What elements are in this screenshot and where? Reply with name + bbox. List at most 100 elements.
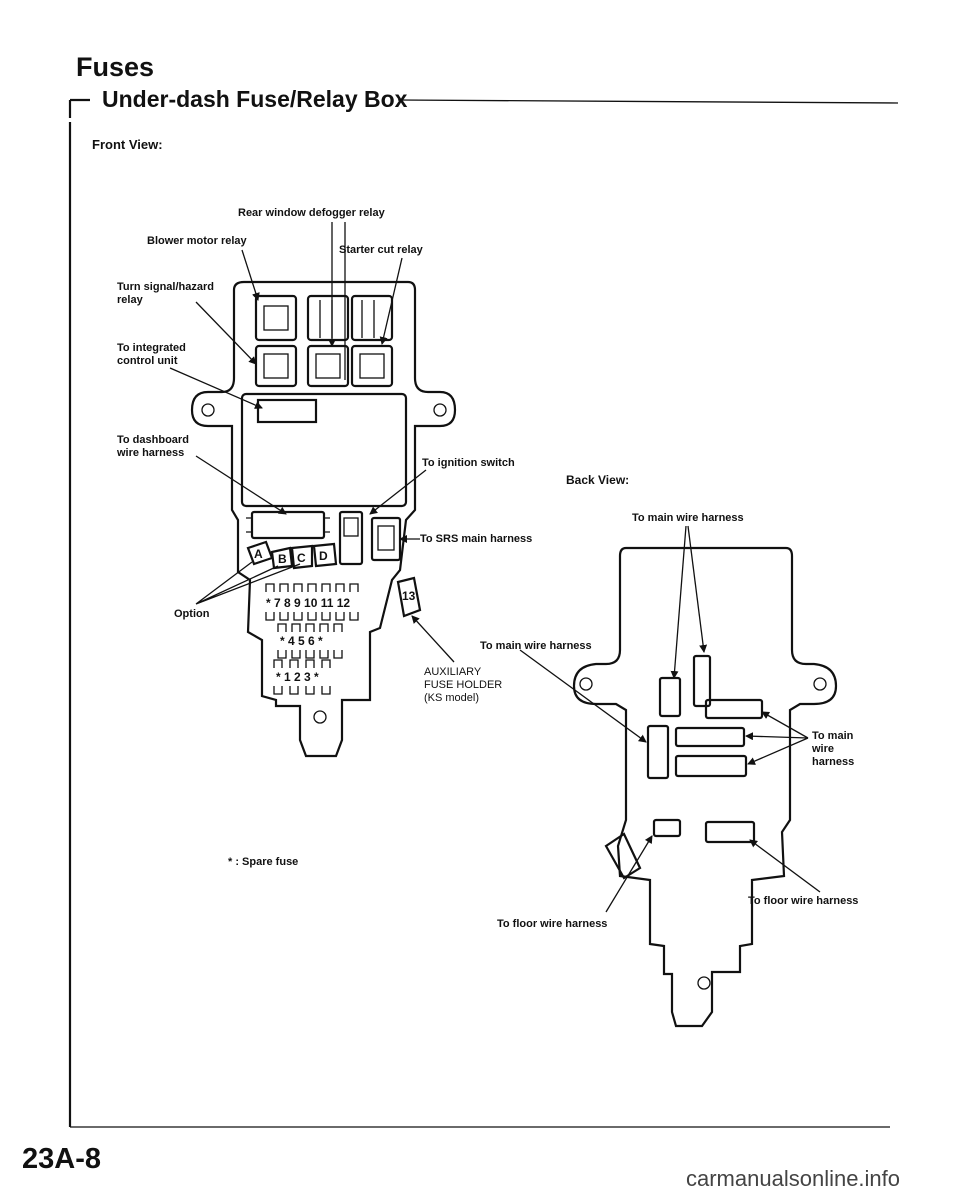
turn-signal-relay-inner: [263, 353, 289, 379]
connector-b-letter: B: [278, 552, 287, 566]
dashboard-connector-tabs: [246, 517, 330, 533]
blower-motor-relay-inner: [263, 305, 289, 331]
back-right-mounting-hole: [813, 677, 827, 691]
leader-ignition-switch: [369, 469, 427, 515]
header-bracket: [68, 98, 90, 118]
srs-connector-inner: [377, 525, 395, 551]
back-left-mounting-hole: [579, 677, 593, 691]
leader-back-main-side-a: [761, 711, 809, 739]
back-connector-floor-right: [704, 820, 756, 844]
page-frame: [68, 98, 899, 1128]
leader-turn-signal-relay: [195, 301, 257, 365]
back-bottom-mounting-hole: [697, 976, 711, 990]
fuse-row-middle-bottoms: [277, 650, 343, 659]
leader-back-main-side-c: [747, 737, 809, 765]
connector-d: [312, 542, 338, 568]
page-title: Fuses: [76, 52, 155, 82]
back-main-wire-harness-top-label: To main wire harness: [632, 512, 744, 524]
front-main-wire-harness-label: To main wire harness: [480, 640, 592, 652]
back-connector-main-2: [674, 726, 746, 748]
leader-control-unit: [169, 367, 263, 409]
fuse-row-top-bottoms: [265, 612, 359, 621]
dashboard-wire-harness-label: To dashboard wire harness: [117, 434, 189, 459]
back-main-wire-harness-side-label: To main wire harness: [812, 730, 855, 768]
page-number: 23A-8: [22, 1143, 101, 1175]
back-connector-floor-left: [652, 818, 682, 838]
srs-connector: [370, 516, 402, 562]
connector-c: [290, 544, 314, 570]
starter-cut-relay-inner: [361, 300, 375, 338]
fuse-row-bottom-outline: [273, 659, 331, 668]
front-right-mounting-hole: [433, 403, 447, 417]
fuse-row-bottom-bottoms: [273, 686, 331, 695]
leader-back-main-left: [519, 649, 647, 743]
turn-signal-hazard-relay: [254, 344, 298, 388]
connector-b: [270, 546, 294, 570]
relay-row2-right: [350, 344, 394, 388]
front-view-label: Front View:: [92, 137, 163, 152]
defogger-relay-inner: [319, 300, 333, 338]
option-label: Option: [174, 608, 210, 620]
srs-main-harness-label: To SRS main harness: [420, 533, 533, 545]
section-subtitle: Under-dash Fuse/Relay Box: [102, 86, 408, 112]
relay-row2-middle: [306, 344, 350, 388]
auxiliary-fuse-holder-label: AUXILIARY FUSE HOLDER (KS model): [424, 666, 503, 704]
ignition-switch-connector-inner: [343, 517, 359, 537]
watermark: carmanualsonline.info: [686, 1166, 901, 1191]
fuse-row-top-outline: [265, 583, 359, 592]
fuse-row-bottom-numbers: * 1 2 3 *: [276, 670, 319, 684]
back-floor-wire-harness-left-label: To floor wire harness: [497, 918, 608, 930]
fuse-row-middle-numbers: * 4 5 6 *: [280, 634, 323, 648]
back-connector-lower-left: [646, 724, 670, 780]
front-leader-lines: [169, 222, 455, 663]
back-connector-main-1: [704, 698, 764, 720]
leader-back-main-side-b: [745, 732, 809, 741]
starter-cut-relay-label: Starter cut relay: [339, 244, 423, 256]
leader-blower-relay: [241, 249, 260, 301]
leader-option: [195, 561, 301, 605]
spare-fuse-note: * : Spare fuse: [228, 856, 299, 868]
fuse-row-bottom: * 1 2 3 *: [273, 659, 331, 695]
relay-row2-right-inner: [359, 353, 385, 379]
integrated-control-unit-label: To integrated control unit: [117, 342, 186, 367]
connector-d-letter: D: [319, 549, 328, 563]
starter-cut-relay: [350, 294, 394, 342]
ignition-switch-label: To ignition switch: [422, 457, 515, 469]
blower-motor-relay-label: Blower motor relay: [147, 235, 247, 247]
header-rule: [397, 99, 899, 104]
fuse-row-middle: * 4 5 6 *: [277, 623, 343, 659]
leader-auxiliary-fuse: [411, 615, 455, 663]
rear-window-defogger-relay-label: Rear window defogger relay: [238, 207, 385, 219]
integrated-control-unit-panel: [240, 392, 408, 508]
front-left-mounting-hole: [201, 403, 215, 417]
rear-window-defogger-relay: [306, 294, 350, 342]
back-box-housing: [572, 546, 838, 1028]
integrated-control-unit-connector: [256, 398, 318, 424]
leader-back-main-top-b: [687, 525, 708, 653]
front-fuse-relay-box: A B C D * 7 8 9 10 11 12 * 4 5 6 * * 1 2…: [190, 280, 457, 758]
dashboard-harness-connector: [250, 510, 326, 540]
fuse-row-top: * 7 8 9 10 11 12: [265, 583, 359, 621]
fuse-row-top-numbers: * 7 8 9 10 11 12: [266, 596, 350, 610]
leader-starter-relay: [379, 257, 403, 345]
turn-signal-hazard-relay-label: Turn signal/hazard relay: [117, 281, 214, 306]
auxiliary-fuse-holder: [396, 576, 422, 618]
back-view-label: Back View:: [566, 473, 630, 487]
fuse-row-middle-outline: [277, 623, 343, 632]
front-box-housing: [190, 280, 457, 758]
leader-back-floor-left: [605, 835, 653, 913]
leader-back-main-top-a: [670, 525, 687, 679]
leader-back-floor-right: [749, 839, 821, 893]
option-connectors: A B C D: [246, 540, 338, 570]
leader-dashboard-harness: [195, 455, 287, 515]
back-connector-upper-right: [692, 654, 712, 708]
relay-row2-middle-inner: [315, 353, 341, 379]
connector-c-letter: C: [297, 551, 306, 565]
back-floor-harness-plug: [604, 832, 642, 880]
back-leader-lines: [519, 525, 821, 913]
back-connector-main-3: [674, 754, 748, 778]
back-fuse-relay-box: [572, 546, 838, 1028]
back-floor-wire-harness-right-label: To floor wire harness: [748, 895, 859, 907]
back-connector-upper-left: [658, 676, 682, 718]
